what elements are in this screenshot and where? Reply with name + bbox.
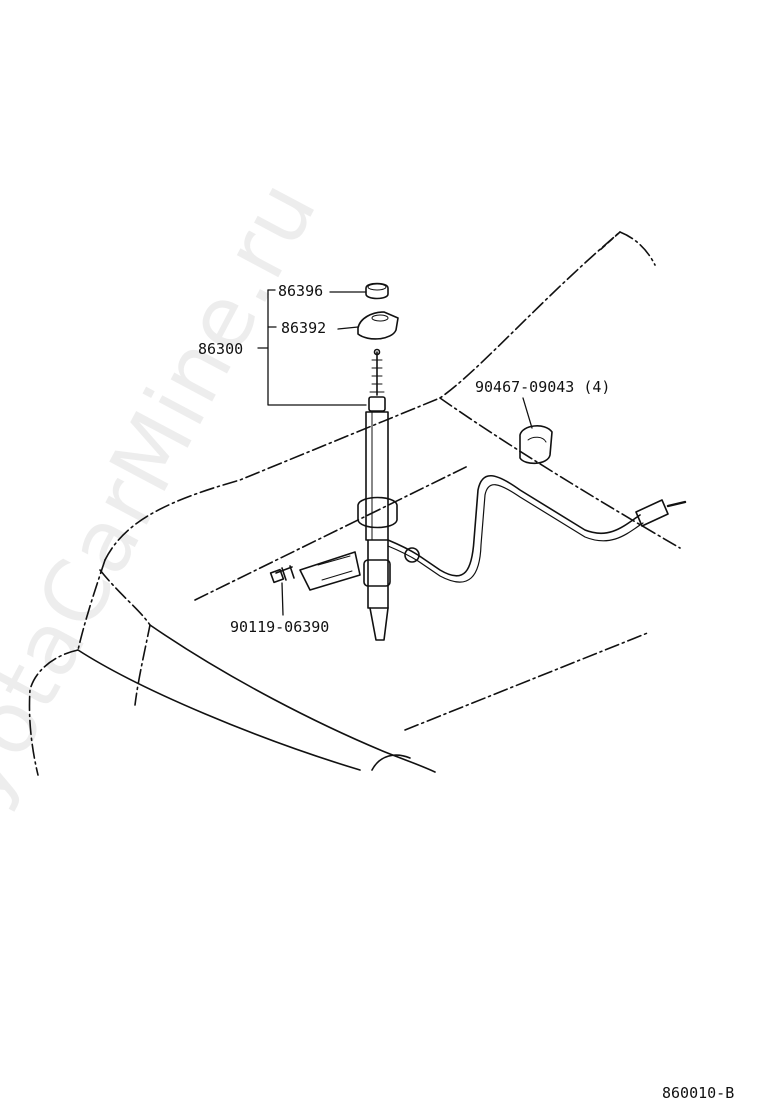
leader-86392 bbox=[267, 326, 359, 330]
pad-hole bbox=[371, 314, 389, 322]
antenna-bracket bbox=[299, 551, 361, 591]
cable-plug bbox=[666, 500, 687, 508]
antenna-cable bbox=[387, 475, 641, 577]
body-edge-lower-2 bbox=[77, 649, 361, 771]
cable-clamp-part bbox=[519, 425, 553, 465]
leader-86396 bbox=[267, 289, 367, 293]
bracket-slot bbox=[317, 555, 353, 581]
leader-86300 bbox=[257, 289, 367, 406]
body-edge-lower bbox=[149, 624, 436, 773]
antenna-tube bbox=[365, 411, 389, 541]
body-outline-fender bbox=[28, 649, 79, 776]
cap-top bbox=[367, 283, 387, 291]
antenna-ribs bbox=[369, 359, 385, 393]
pad-part bbox=[357, 311, 399, 340]
label-antenna-assembly-part-number: 86300 bbox=[198, 340, 244, 358]
label-clamp-part-number: 90467-09043 (4) bbox=[475, 378, 611, 396]
bolt-head bbox=[269, 568, 285, 584]
inner-panel-line bbox=[194, 465, 469, 601]
label-cap-part-number: 86396 bbox=[278, 282, 324, 300]
body-step bbox=[371, 754, 411, 771]
antenna-head bbox=[368, 396, 386, 412]
antenna-collar bbox=[357, 496, 398, 529]
cable-connector bbox=[635, 499, 669, 527]
antenna-cable-2 bbox=[387, 484, 644, 583]
leader-90467 bbox=[522, 397, 533, 429]
bolt-part bbox=[275, 565, 295, 581]
rear-edge bbox=[599, 231, 621, 251]
diagram-code: 860010-B bbox=[662, 1084, 735, 1102]
label-bolt-part-number: 90119-06390 bbox=[230, 618, 330, 636]
body-outline-rear bbox=[619, 231, 656, 266]
antenna-tip bbox=[373, 348, 381, 356]
antenna-lower-nut bbox=[363, 559, 391, 587]
inner-panel-line-3 bbox=[404, 631, 651, 731]
cable-clamp-inner bbox=[527, 436, 547, 443]
cable-grommet bbox=[404, 547, 420, 563]
body-outline-left bbox=[77, 559, 106, 651]
antenna-bottom bbox=[369, 607, 389, 641]
label-pad-part-number: 86392 bbox=[281, 319, 327, 337]
antenna-lower-tube bbox=[367, 539, 389, 609]
leader-90119 bbox=[281, 582, 284, 616]
